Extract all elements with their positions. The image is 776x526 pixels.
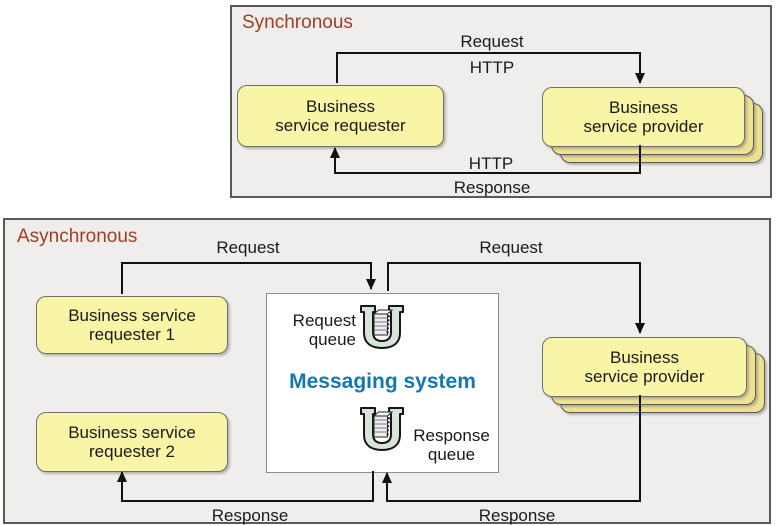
sync-response-label: Response xyxy=(453,178,531,197)
async-response-left-label: Response xyxy=(211,506,289,525)
response-queue-icon xyxy=(360,407,404,451)
synchronous-panel: Synchronous Request HTTP HTTP Response B… xyxy=(230,5,772,198)
sync-request-label: Request xyxy=(460,32,524,51)
business-service-provider-stack: Business service provider xyxy=(542,87,764,165)
business-service-provider-box: Business service provider xyxy=(542,337,747,397)
messaging-system-box: Request queue Messaging system xyxy=(266,293,499,473)
business-service-provider-stack: Business service provider xyxy=(542,337,768,415)
sync-http-bottom-label: HTTP xyxy=(468,154,514,173)
request-queue-icon xyxy=(360,305,404,349)
business-service-requester1-box: Business service requester 1 xyxy=(36,296,228,354)
business-service-requester-box: Business service requester xyxy=(237,85,444,147)
async-response-right-label: Response xyxy=(478,506,556,525)
request-queue-label: Request queue xyxy=(292,311,356,349)
asynchronous-title: Asynchronous xyxy=(17,226,138,247)
response-queue-label: Response queue xyxy=(413,426,490,464)
business-service-requester2-box: Business service requester 2 xyxy=(36,412,228,472)
synchronous-title: Synchronous xyxy=(242,12,353,33)
async-request-right-label: Request xyxy=(479,238,543,257)
business-service-provider-box: Business service provider xyxy=(542,87,745,147)
asynchronous-panel: Asynchronous Request Request Response Re… xyxy=(3,218,771,525)
sync-http-top-label: HTTP xyxy=(469,58,515,77)
messaging-system-title: Messaging system xyxy=(289,370,476,393)
async-request-left-label: Request xyxy=(216,238,280,257)
